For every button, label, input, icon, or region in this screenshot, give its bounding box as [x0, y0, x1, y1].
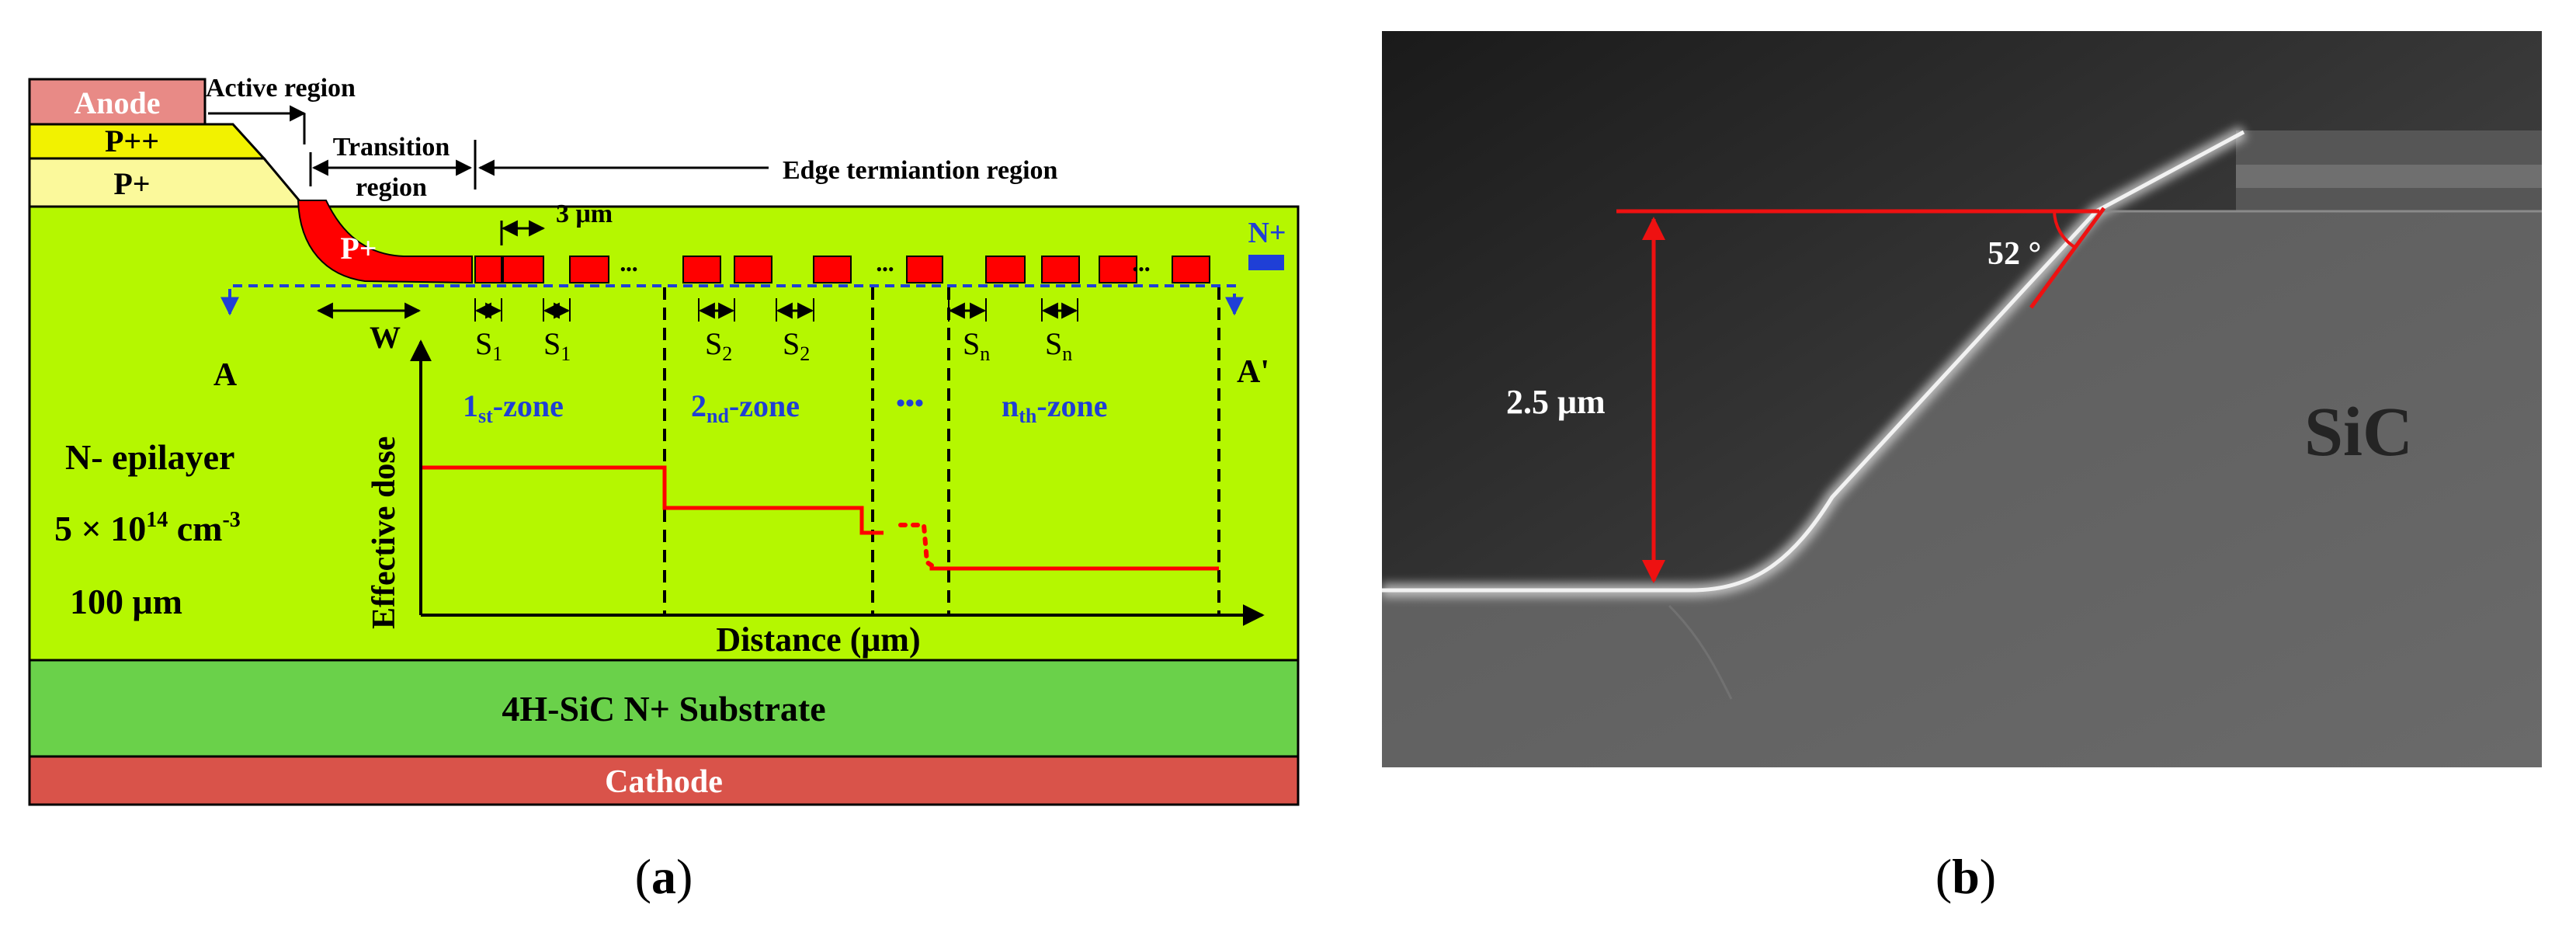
anode-contact — [28, 78, 207, 126]
ring-ellipsis-1: ••• — [620, 259, 637, 279]
transition-region-label-2: region — [356, 173, 427, 202]
field-ring-2 — [502, 256, 544, 283]
spacing-label-s1-a: S1 — [475, 326, 502, 365]
dose-x-label: Distance (μm) — [716, 621, 920, 659]
width-label: W — [370, 320, 401, 355]
field-ring-1 — [474, 256, 502, 283]
ring-spacing-label: 3 μm — [556, 200, 613, 228]
panel-a: Anode P++ P+ P+ N+ 4H-SiC N+ Substrate C… — [28, 74, 1300, 904]
n-plus-contact — [1248, 255, 1284, 270]
epilayer-thickness: 100 μm — [70, 582, 182, 621]
n-plus-label: N+ — [1248, 217, 1286, 249]
spacing-label-s1-b: S1 — [543, 326, 571, 365]
transition-region-label-1: Transition — [333, 133, 450, 162]
spacing-label-sn-a: Sn — [963, 326, 990, 365]
p-plus-implant — [297, 200, 473, 284]
panel-b: 2.5 μm 52 ° SiC (b) — [1382, 31, 2542, 904]
zone-boundaries — [663, 287, 1220, 614]
zone-ellipsis: ••• — [896, 389, 924, 418]
field-ring-7 — [906, 256, 943, 283]
active-region-label: Active region — [206, 74, 356, 103]
sem-material-label: SiC — [2304, 394, 2413, 471]
ring-ellipsis-2: ••• — [876, 259, 894, 279]
spacing-label-s2-a: S2 — [705, 326, 732, 365]
substrate-label: 4H-SiC N+ Substrate — [502, 689, 825, 729]
dose-profile-2 — [929, 565, 1219, 571]
field-ring-6 — [813, 256, 852, 283]
ring-ellipsis-3: ••• — [1132, 259, 1150, 279]
substrate-region — [28, 659, 1300, 758]
cut-label-end: A' — [1237, 354, 1269, 390]
sem-angle-label: 52 ° — [1988, 236, 2041, 272]
epilayer-name: N- epilayer — [65, 437, 234, 477]
sem-image — [1382, 31, 2542, 767]
dose-y-label: Effective dose — [366, 436, 402, 629]
zone-label-2: 2nd-zone — [691, 388, 800, 427]
field-ring-11 — [1172, 256, 1210, 283]
field-ring-9 — [1041, 256, 1080, 283]
field-ring-8 — [985, 256, 1026, 283]
dose-profile-gap — [898, 523, 934, 568]
p-plus-implant-label: P+ — [340, 231, 377, 266]
caption-b: (b) — [1935, 849, 1996, 904]
spacing-labels: S1 S1 S2 S2 Sn Sn — [475, 326, 1072, 365]
caption-a: (a) — [635, 849, 693, 904]
field-ring-3 — [569, 256, 609, 283]
p-plus-plus-label: P++ — [105, 123, 159, 158]
sem-angle-arc — [2053, 210, 2076, 249]
cut-line — [220, 284, 1244, 316]
field-rings — [474, 256, 1210, 283]
cathode-label: Cathode — [605, 764, 723, 800]
sem-angle-line — [2029, 207, 2106, 309]
cathode-region — [28, 755, 1300, 806]
field-ring-10 — [1099, 256, 1137, 283]
p-plus-layer — [28, 157, 307, 208]
cut-label-start: A — [214, 357, 238, 393]
field-ring-5 — [734, 256, 772, 283]
spacing-label-sn-b: Sn — [1045, 326, 1072, 365]
epilayer-doping: 5 × 1014 cm-3 — [54, 508, 241, 548]
spacing-label-s2-b: S2 — [783, 326, 810, 365]
sem-height-label: 2.5 μm — [1506, 383, 1606, 421]
spacing-arrows — [474, 298, 1078, 322]
dose-profile-1 — [422, 465, 884, 535]
edge-termination-label: Edge termiantion region — [783, 156, 1058, 185]
p-plus-label: P+ — [113, 166, 150, 201]
zone-label-1: 1st-zone — [463, 388, 564, 427]
field-ring-4 — [682, 256, 721, 283]
zone-label-n: nth-zone — [1002, 388, 1107, 427]
zone-labels: 1st-zone 2nd-zone nth-zone ••• — [463, 388, 1107, 427]
anode-label: Anode — [74, 85, 160, 120]
